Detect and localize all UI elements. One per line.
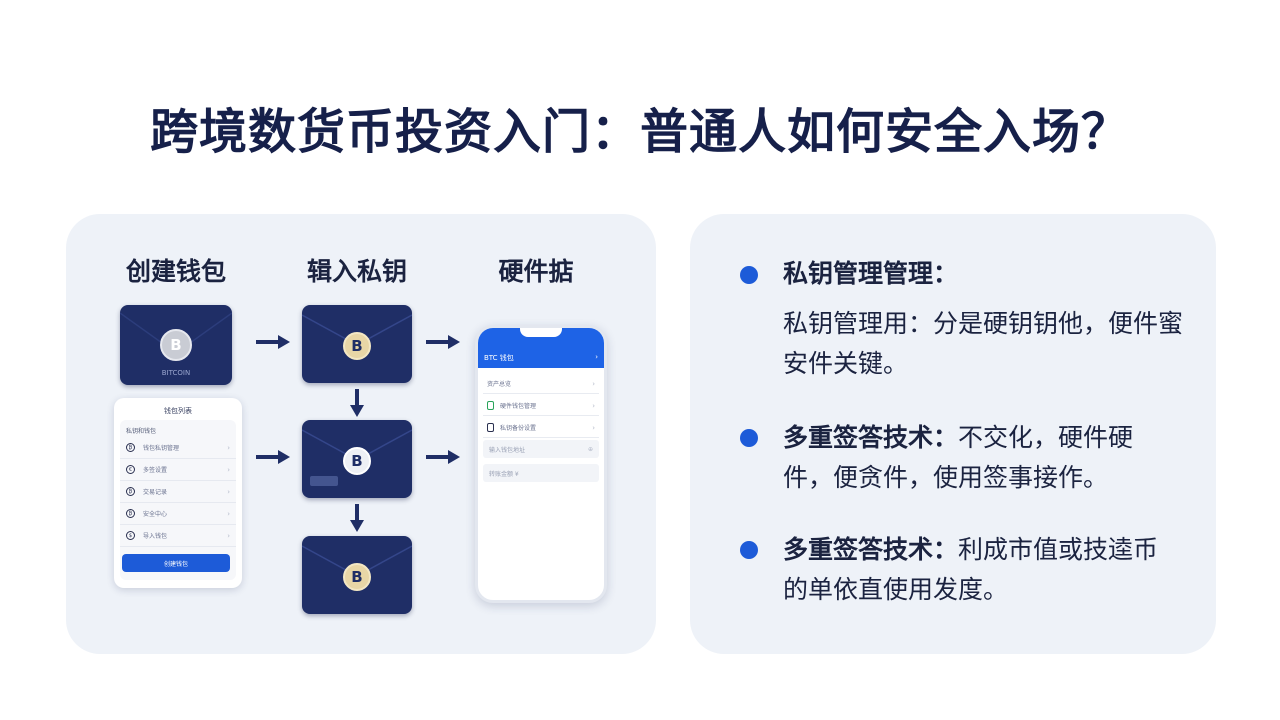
- wallet-import: B: [302, 305, 412, 383]
- bitcoin-coin-icon: B: [343, 332, 371, 360]
- list-item-label: 私钥备份设置: [500, 425, 537, 432]
- bullet-multisig-2: 多重签答技术：利成市值或技逵币的单依直使用发度。: [783, 530, 1183, 610]
- scan-icon: ⊕: [587, 445, 593, 453]
- list-item-label: 多签设置: [143, 467, 168, 474]
- coin-icon: ₿: [126, 509, 135, 518]
- amount-input-placeholder: 转账金额 ¥: [489, 470, 519, 478]
- bullet-heading: 多重签答技术：: [783, 535, 959, 564]
- coin-symbol: B: [351, 337, 363, 355]
- step-label-import-key: 辑入私钥: [306, 257, 407, 286]
- list-item-label: 导入钱包: [143, 533, 168, 540]
- chevron-right-icon: ›: [592, 423, 595, 432]
- list-card-section: 私钥和钱包: [126, 428, 157, 435]
- phone-mockup: BTC 钱包 › 资产总览 › 硬件钱包管理 › 私钥备份设置 › 输入钱包地址…: [475, 325, 607, 603]
- list-item-label: 硬件钱包管理: [500, 403, 537, 410]
- wallet-bottom: B: [302, 536, 412, 614]
- bullet-heading: 多重签答技术：: [783, 423, 959, 452]
- bitcoin-coin-icon: B: [343, 563, 371, 591]
- list-item[interactable]: ₿ 钱包私钥管理 ›: [120, 437, 236, 459]
- hardware-wallet-icon: [487, 401, 494, 410]
- bullet-dot-icon: [740, 541, 758, 559]
- list-item[interactable]: ₿ 交易记录 ›: [120, 481, 236, 503]
- chevron-right-icon: ›: [595, 353, 598, 361]
- amount-input[interactable]: 转账金额 ¥: [483, 464, 599, 482]
- wallet-list-card: 钱包列表 私钥和钱包 ₿ 钱包私钥管理 › € 多签设置 › ₿ 交易记录 › …: [114, 398, 242, 588]
- bullet-dot-icon: [740, 266, 758, 284]
- bullet-body: 不交化，硬件硬件，便贪件，使用签事接作。: [783, 423, 1134, 492]
- address-input[interactable]: 输入钱包地址 ⊕: [483, 440, 599, 458]
- chevron-right-icon: ›: [592, 379, 595, 388]
- coin-icon: ₿: [126, 487, 135, 496]
- arrow-right-icon: [256, 450, 290, 464]
- list-card-body: 私钥和钱包 ₿ 钱包私钥管理 › € 多签设置 › ₿ 交易记录 › ₿ 安全中…: [120, 420, 236, 580]
- chevron-right-icon: ›: [227, 509, 230, 518]
- bullet-dot-icon: [740, 429, 758, 447]
- list-item[interactable]: 硬件钱包管理 ›: [483, 396, 599, 416]
- list-card-title: 钱包列表: [164, 407, 192, 415]
- create-wallet-button[interactable]: 创建钱包: [122, 554, 230, 572]
- address-input-placeholder: 输入钱包地址: [489, 446, 526, 454]
- list-item[interactable]: $ 导入钱包 ›: [120, 525, 236, 547]
- bullet-body: 私钥管理用：分是硬钥钥他，便件蜜安件关键。: [783, 309, 1184, 378]
- arrow-right-icon: [426, 335, 460, 349]
- arrow-down-icon: [350, 389, 364, 417]
- step-label-hardware: 硬件掂: [498, 257, 574, 286]
- chevron-right-icon: ›: [227, 531, 230, 540]
- phone-notch: [520, 328, 562, 337]
- card-slot: [310, 476, 338, 486]
- list-item-label: 钱包私钥管理: [143, 445, 180, 452]
- step-label-create-wallet: 创建钱包: [125, 257, 226, 286]
- wallet-caption: BITCOIN: [161, 369, 191, 377]
- arrow-down-icon: [350, 504, 364, 532]
- bullet-body: 利成市值或技逵币的单依直使用发度。: [783, 535, 1159, 604]
- chevron-right-icon: ›: [592, 401, 595, 410]
- list-item-label: 资产总览: [487, 381, 512, 388]
- phone-header-title: BTC 钱包: [484, 354, 514, 362]
- page-title: 跨境数货币投资入门：普通人如何安全入场？: [149, 104, 1130, 160]
- coin-icon: $: [126, 531, 135, 540]
- bullet-heading: 私钥管理管理：: [783, 259, 959, 288]
- arrow-right-icon: [426, 450, 460, 464]
- coin-icon: €: [126, 465, 135, 474]
- bullet-private-key: 私钥管理管理： 私钥管理用：分是硬钥钥他，便件蜜安件关键。: [783, 254, 1183, 384]
- wallet-middle: B: [302, 420, 412, 498]
- bitcoin-coin-icon: B: [343, 447, 371, 475]
- bullet-multisig: 多重签答技术：不交化，硬件硬件，便贪件，使用签事接作。: [783, 418, 1183, 498]
- chevron-right-icon: ›: [227, 465, 230, 474]
- wallet-create: B BITCOIN: [120, 305, 232, 385]
- list-item[interactable]: ₿ 安全中心 ›: [120, 503, 236, 525]
- phone-content: 资产总览 › 硬件钱包管理 › 私钥备份设置 › 输入钱包地址 ⊕ 转账金额 ¥: [483, 374, 599, 488]
- coin-symbol: B: [170, 336, 182, 354]
- coin-symbol: B: [351, 568, 363, 586]
- bitcoin-coin-icon: B: [160, 329, 192, 361]
- list-item[interactable]: 私钥备份设置 ›: [483, 418, 599, 438]
- info-panel: [690, 214, 1216, 654]
- arrow-right-icon: [256, 335, 290, 349]
- chevron-right-icon: ›: [227, 487, 230, 496]
- key-icon: [487, 423, 494, 432]
- coin-icon: ₿: [126, 443, 135, 452]
- chevron-right-icon: ›: [227, 443, 230, 452]
- list-item-label: 安全中心: [143, 511, 168, 518]
- list-item[interactable]: 资产总览 ›: [483, 374, 599, 394]
- coin-symbol: B: [351, 452, 363, 470]
- list-item[interactable]: € 多签设置 ›: [120, 459, 236, 481]
- list-item-label: 交易记录: [143, 489, 168, 496]
